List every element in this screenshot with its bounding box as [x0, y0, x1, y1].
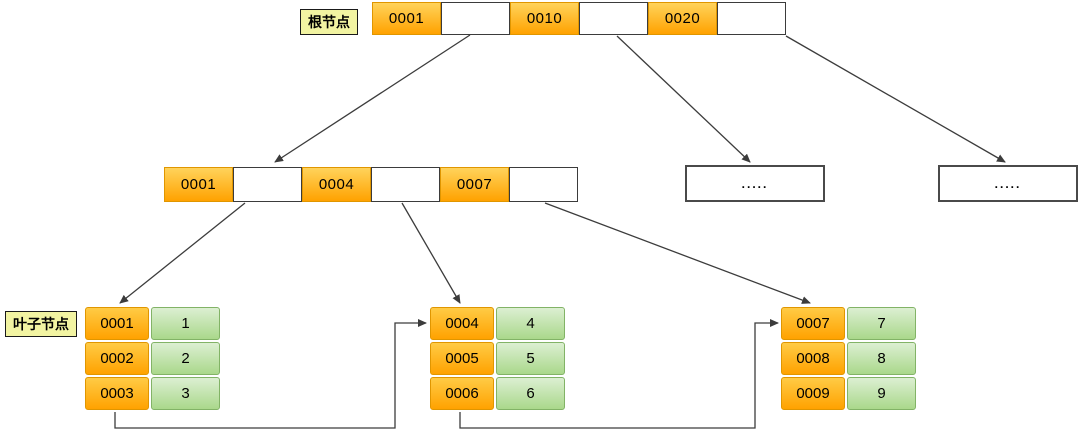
- leaf-value-cell: 6: [496, 377, 565, 410]
- leaf-value-cell: 5: [496, 342, 565, 375]
- leaf-value-cell: 8: [847, 342, 916, 375]
- arrow-root-to-ellipsis-2: [785, 35, 1006, 163]
- leaf-key-cell: 0005: [430, 342, 494, 375]
- leaf-key-cell: 0009: [781, 377, 845, 410]
- internal-key-cell: 0001: [164, 167, 233, 202]
- leaf-node-2: 0004 4 0005 5 0006 6: [430, 307, 565, 410]
- arrow-root-to-ellipsis-1: [616, 35, 751, 163]
- root-pointer-cell: [717, 2, 786, 35]
- internal-key-cell: 0007: [440, 167, 509, 202]
- leaf-key-cell: 0007: [781, 307, 845, 340]
- leaf-value-cell: 2: [151, 342, 220, 375]
- leaf-value-cell: 1: [151, 307, 220, 340]
- internal-key-cell: 0004: [302, 167, 371, 202]
- leaf-key-cell: 0004: [430, 307, 494, 340]
- internal-pointer-cell: [233, 167, 302, 202]
- root-pointer-cell: [441, 2, 510, 35]
- arrow-root-to-internal-1: [274, 34, 471, 163]
- root-pointer-cell: [579, 2, 648, 35]
- internal-node-ellipsis-2: .....: [938, 165, 1078, 202]
- internal-pointer-cell: [371, 167, 440, 202]
- root-node-label: 根节点: [300, 9, 358, 35]
- arrow-internal-to-leaf-2: [401, 202, 461, 304]
- leaf-value-cell: 4: [496, 307, 565, 340]
- arrow-internal-to-leaf-3: [544, 202, 811, 304]
- leaf-key-cell: 0006: [430, 377, 494, 410]
- leaf-value-cell: 3: [151, 377, 220, 410]
- leaf-key-cell: 0008: [781, 342, 845, 375]
- internal-pointer-cell: [509, 167, 578, 202]
- internal-node-1: 0001 0004 0007: [164, 167, 578, 202]
- leaf-key-cell: 0003: [85, 377, 149, 410]
- arrow-internal-to-leaf-1: [119, 202, 246, 304]
- leaf-node-label: 叶子节点: [5, 311, 77, 337]
- root-node: 0001 0010 0020: [372, 2, 786, 35]
- root-key-cell: 0020: [648, 2, 717, 35]
- leaf-value-cell: 9: [847, 377, 916, 410]
- leaf-value-cell: 7: [847, 307, 916, 340]
- leaf-node-1: 0001 1 0002 2 0003 3: [85, 307, 220, 410]
- leaf-node-3: 0007 7 0008 8 0009 9: [781, 307, 916, 410]
- leaf-key-cell: 0001: [85, 307, 149, 340]
- leaf-key-cell: 0002: [85, 342, 149, 375]
- root-key-cell: 0001: [372, 2, 441, 35]
- internal-node-ellipsis-1: .....: [685, 165, 825, 202]
- root-key-cell: 0010: [510, 2, 579, 35]
